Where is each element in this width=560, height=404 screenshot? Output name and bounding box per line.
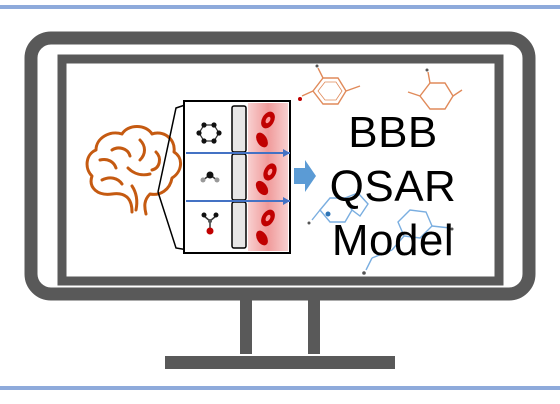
arrow-right-icon bbox=[294, 160, 316, 192]
top-border-line bbox=[0, 5, 560, 9]
title-line-3: Model bbox=[331, 216, 455, 265]
monitor-icon bbox=[24, 31, 536, 369]
chemical-structure-icon bbox=[298, 64, 463, 275]
blood-vessel-icon bbox=[183, 100, 291, 254]
title-line-1: BBB bbox=[348, 108, 438, 157]
bottom-border-line bbox=[0, 386, 560, 390]
benzene-ring-icon bbox=[196, 122, 222, 144]
water-molecule-icon bbox=[201, 212, 219, 235]
title-line-2: QSAR bbox=[329, 162, 457, 211]
small-molecule-icon bbox=[200, 171, 220, 183]
brain-icon bbox=[85, 125, 182, 216]
